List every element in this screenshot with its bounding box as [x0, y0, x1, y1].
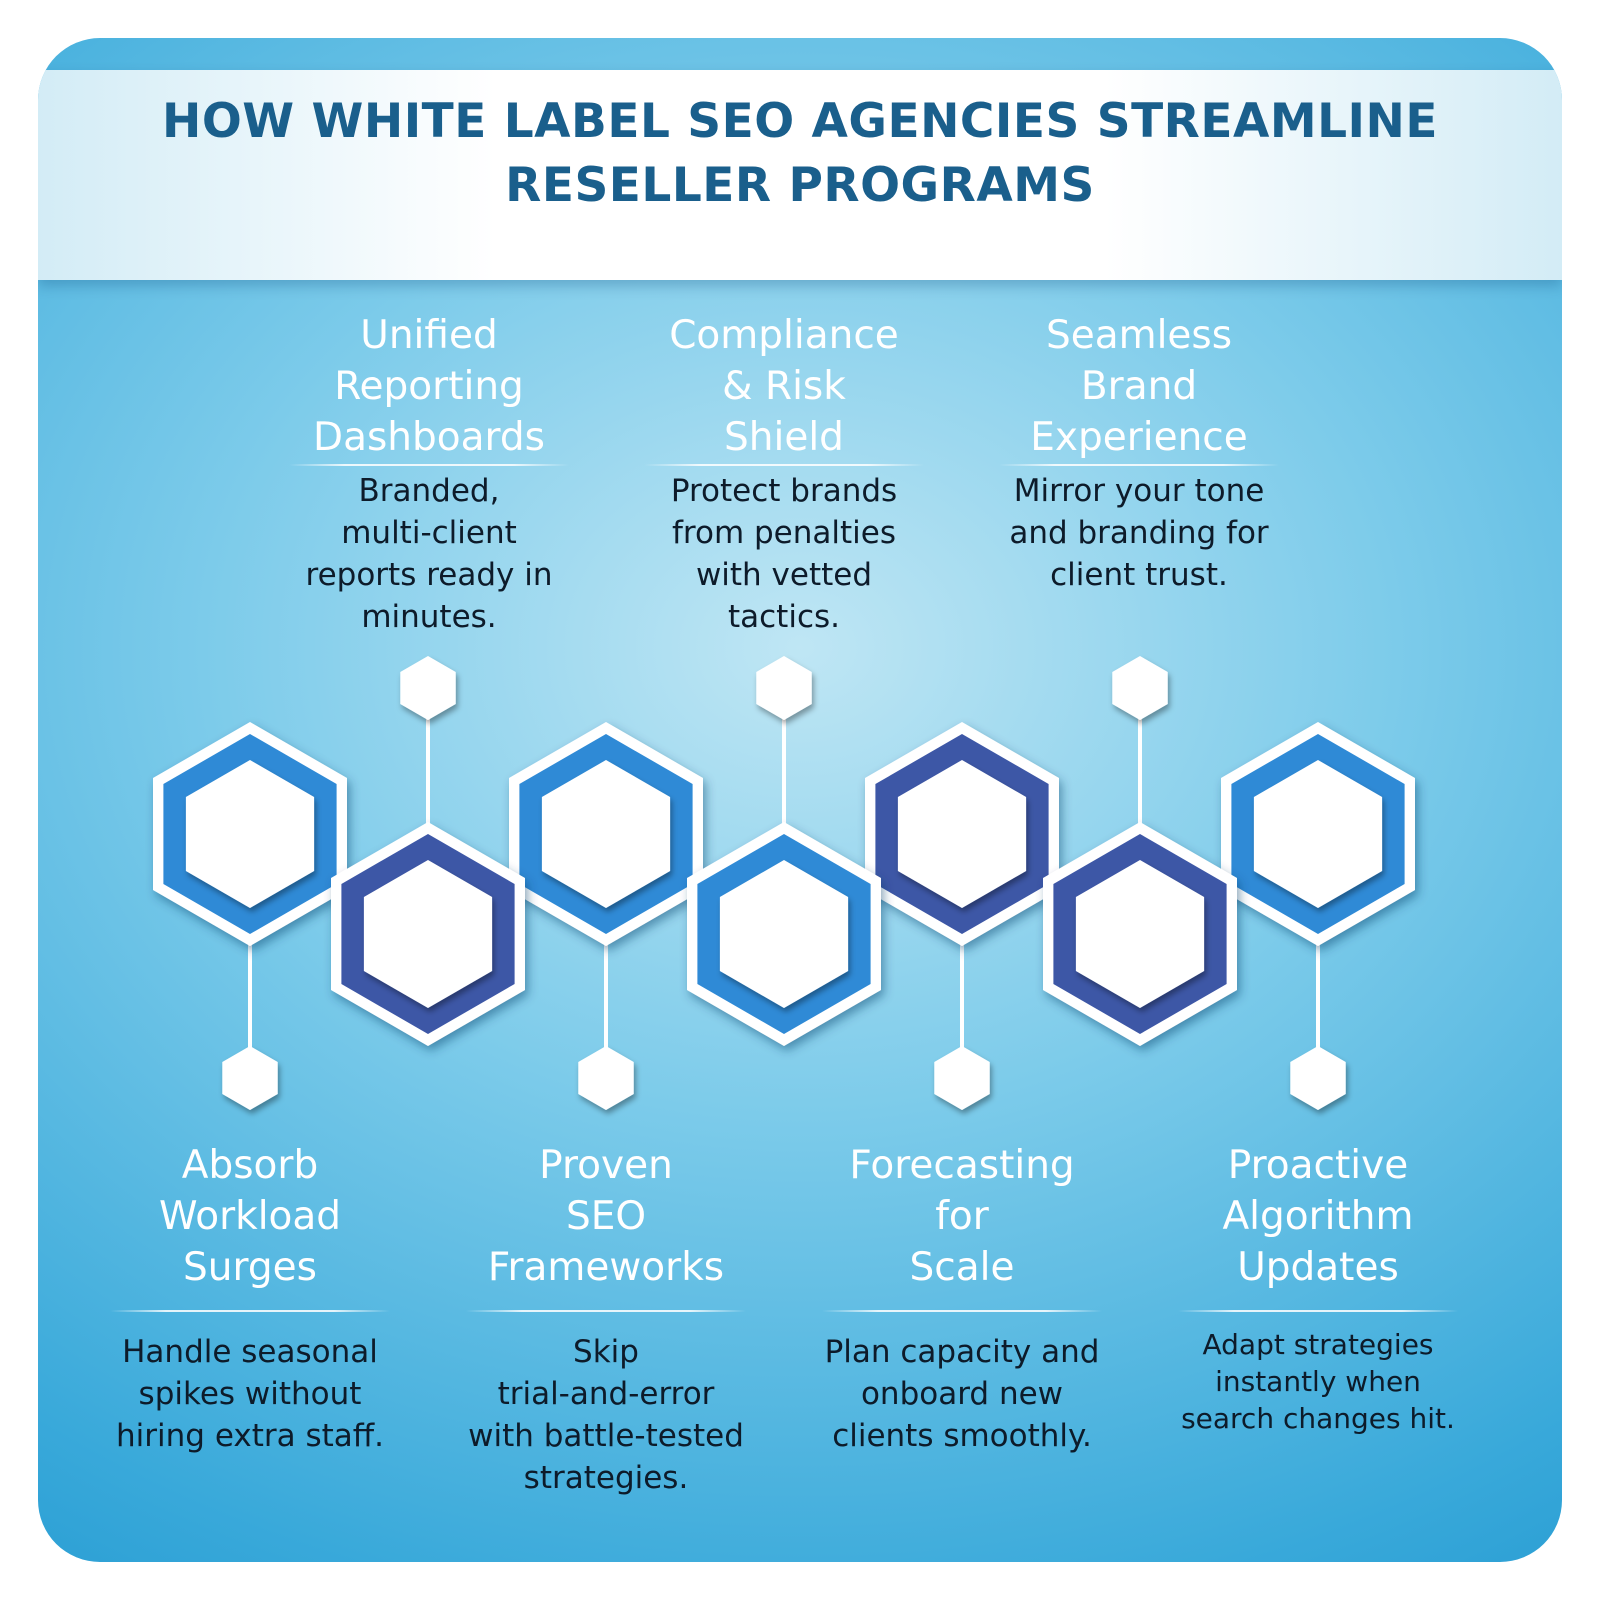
bottom-item-3-description: Plan capacity and onboard new clients sm… — [824, 1334, 1100, 1454]
bottom-item-2-description: Skip trial-and-error with battle-tested … — [468, 1334, 744, 1496]
bottom-connector-node — [222, 1046, 278, 1110]
top-item-2-heading: Compliance & Risk Shield — [669, 313, 899, 460]
hexagon-chain — [153, 722, 1415, 1046]
title-banner — [38, 70, 1562, 280]
bottom-item-4-divider — [1178, 1310, 1458, 1312]
top-item-3-divider — [999, 464, 1279, 466]
bottom-connector-node — [934, 1046, 990, 1110]
title-line-1: HOW WHITE LABEL SEO AGENCIES STREAMLINE — [162, 94, 1438, 149]
chain-hexagon — [153, 722, 347, 946]
top-item-1-divider — [289, 464, 569, 466]
chain-hexagon — [865, 722, 1059, 946]
top-item-1-description: Branded, multi-client reports ready in m… — [305, 473, 553, 635]
chain-hexagon — [687, 822, 881, 1046]
bottom-item-3-heading: Forecasting for Scale — [849, 1143, 1075, 1290]
bottom-item-2-heading: Proven SEO Frameworks — [487, 1143, 725, 1290]
bottom-item-1-heading: Absorb Workload Surges — [158, 1143, 342, 1290]
top-connector-node — [1112, 656, 1168, 720]
infographic-card: HOW WHITE LABEL SEO AGENCIES STREAMLINE … — [38, 38, 1562, 1562]
title-line-2: RESELLER PROGRAMS — [505, 158, 1095, 213]
chain-hexagon — [1043, 822, 1237, 1046]
bottom-connector-node — [578, 1046, 634, 1110]
bottom-item-3-divider — [822, 1310, 1102, 1312]
top-item-3-description: Mirror your tone and branding for client… — [1009, 473, 1269, 593]
top-connector-node — [756, 656, 812, 720]
top-item-1-heading: Unified Reporting Dashboards — [313, 313, 545, 460]
page-title: HOW WHITE LABEL SEO AGENCIES STREAMLINE … — [38, 90, 1562, 218]
top-item-2-divider — [644, 464, 924, 466]
bottom-item-1-divider — [110, 1310, 390, 1312]
bottom-item-4-heading: Proactive Algorithm Updates — [1222, 1143, 1414, 1290]
connector-nodes — [222, 656, 1346, 1110]
top-item-3-heading: Seamless Brand Experience — [1030, 313, 1248, 460]
bottom-connector-node — [1290, 1046, 1346, 1110]
bottom-item-4-description: Adapt strategies instantly when search c… — [1181, 1328, 1455, 1435]
top-connector-node — [400, 656, 456, 720]
top-item-2-description: Protect brands from penalties with vette… — [670, 473, 898, 635]
chain-hexagon — [1221, 722, 1415, 946]
chain-hexagon — [331, 822, 525, 1046]
bottom-item-2-divider — [466, 1310, 746, 1312]
hexagon-chain-diagram — [153, 656, 1415, 1110]
bottom-item-1-description: Handle seasonal spikes without hiring ex… — [116, 1334, 384, 1454]
chain-hexagon — [509, 722, 703, 946]
